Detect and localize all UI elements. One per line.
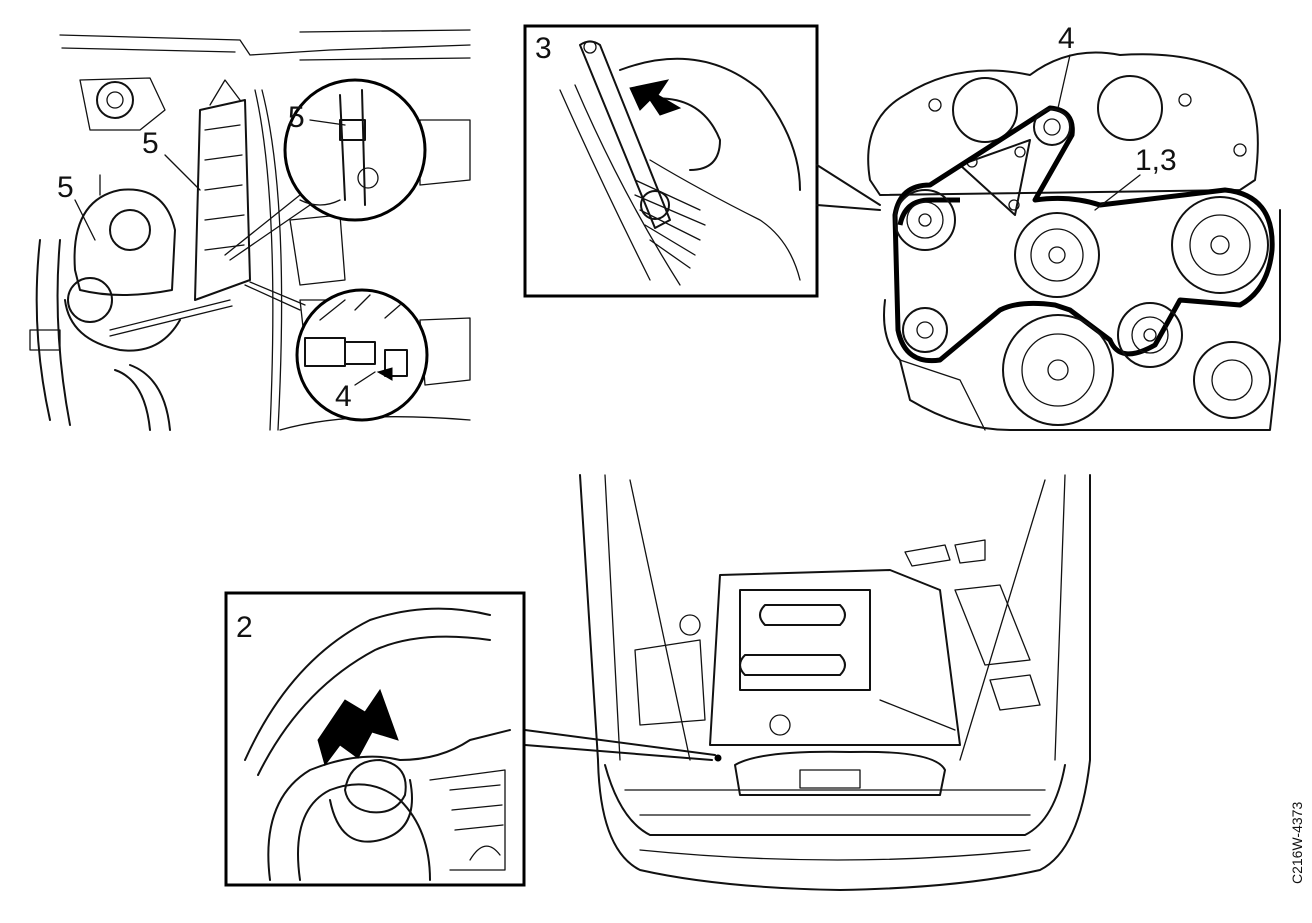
- inset-2-label: 2: [236, 611, 253, 644]
- inset-3-view: 3: [523, 24, 881, 298]
- engine-bay-view: 5 5 5 4: [29, 29, 471, 431]
- callout-1-3-belt: 1,3: [1135, 144, 1177, 177]
- callout-5-detail: 5: [288, 101, 305, 134]
- callout-5-bracket: 5: [142, 127, 159, 160]
- callout-4-detail: 4: [335, 380, 352, 413]
- car-front-view: [524, 474, 1091, 891]
- inset-2-view: 2: [224, 591, 526, 887]
- figure-reference-code: C216W-4373: [1289, 802, 1305, 884]
- belt-routing-view: 4 1,3: [867, 22, 1281, 431]
- callout-5-reservoir: 5: [57, 171, 74, 204]
- inset-3-label: 3: [535, 32, 552, 65]
- callout-4-tensioner: 4: [1058, 22, 1075, 55]
